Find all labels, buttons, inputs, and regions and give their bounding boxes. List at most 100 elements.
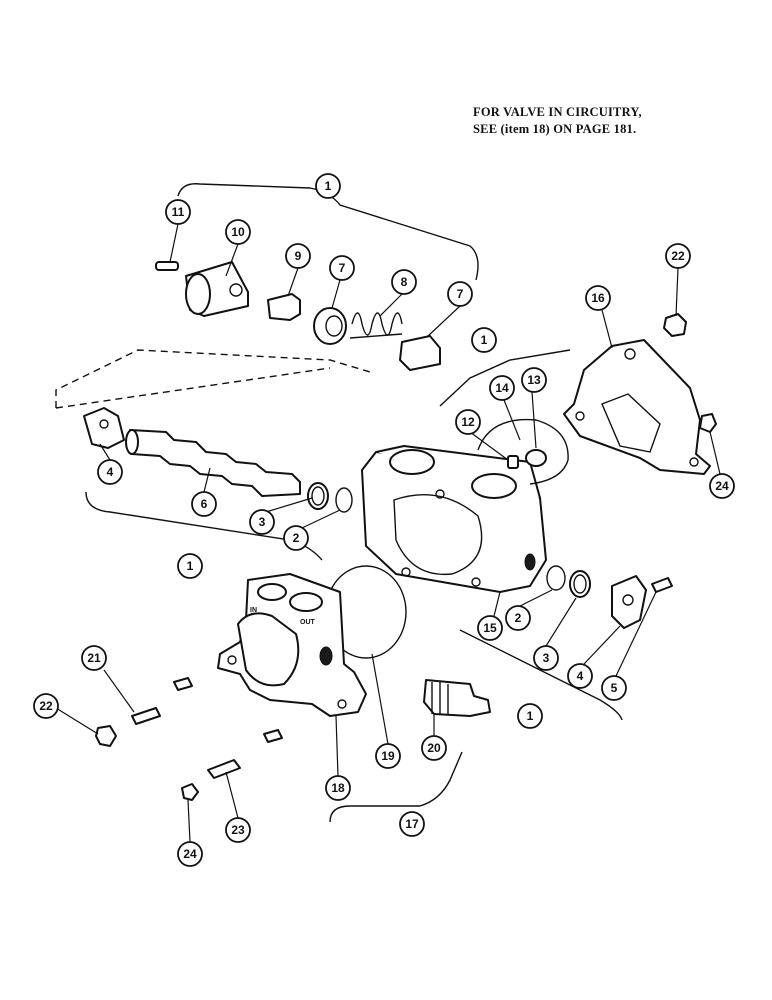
svg-text:1: 1 [325, 179, 332, 193]
part-18-section-body: IN OUT [217, 573, 367, 717]
svg-text:17: 17 [405, 817, 419, 831]
part-13-plug [525, 449, 547, 467]
svg-text:2: 2 [515, 611, 522, 625]
svg-text:19: 19 [381, 749, 395, 763]
part-5-screw [651, 577, 673, 593]
callout-4-right: 4 [567, 663, 593, 689]
svg-text:13: 13 [527, 373, 541, 387]
callout-23: 23 [225, 817, 251, 843]
svg-text:1: 1 [481, 333, 488, 347]
svg-text:12: 12 [461, 415, 475, 429]
svg-text:3: 3 [543, 651, 550, 665]
svg-text:18: 18 [331, 781, 345, 795]
callout-1-top: 1 [315, 173, 341, 199]
reference-note-line-2: SEE (item 18) ON PAGE 181. [473, 122, 637, 136]
svg-text:20: 20 [427, 741, 441, 755]
callout-7-right: 7 [447, 281, 473, 307]
callout-5: 5 [601, 675, 627, 701]
part-15-valve-body [361, 445, 547, 593]
part-9-poppet [267, 293, 301, 321]
part-24-nut-right [699, 413, 717, 433]
svg-text:9: 9 [295, 249, 302, 263]
part-2-oring-right [546, 565, 566, 591]
callout-24-right: 24 [709, 473, 735, 499]
svg-text:23: 23 [231, 823, 245, 837]
part-22-nut-left [95, 725, 117, 747]
spool-group-dashed-outline [55, 349, 371, 409]
spool-group-bracket [85, 491, 323, 561]
svg-text:1: 1 [187, 559, 194, 573]
callout-3-left: 3 [249, 509, 275, 535]
part-6-spool [125, 429, 301, 497]
callout-4-left: 4 [97, 459, 123, 485]
callout-22-left: 22 [33, 693, 59, 719]
part-22-nut-top [663, 313, 687, 337]
callout-13: 13 [521, 367, 547, 393]
callout-12: 12 [455, 409, 481, 435]
part-8-spring [349, 312, 403, 339]
part-14-gasket [477, 418, 569, 485]
callout-19: 19 [375, 743, 401, 769]
part-2-oring-left [335, 487, 353, 513]
part-4-cap-left [83, 407, 125, 449]
leader-lines [55, 223, 721, 843]
callout-2-left: 2 [283, 525, 309, 551]
svg-text:6: 6 [201, 497, 208, 511]
svg-text:10: 10 [231, 225, 245, 239]
svg-text:2: 2 [293, 531, 300, 545]
svg-text:7: 7 [457, 287, 464, 301]
right-assembly-bracket [459, 629, 623, 721]
part-20-relief-fitting [423, 679, 491, 717]
part-10-sleeve [185, 261, 249, 317]
callout-14: 14 [489, 375, 515, 401]
part-23-stud-lower [207, 729, 283, 779]
callout-24-bottom: 24 [177, 841, 203, 867]
callout-6: 6 [191, 491, 217, 517]
callout-2-right: 2 [505, 605, 531, 631]
svg-text:3: 3 [259, 515, 266, 529]
callout-9: 9 [285, 243, 311, 269]
callout-17: 17 [399, 811, 425, 837]
callout-7-left: 7 [329, 255, 355, 281]
part-24-nut-bottom [181, 783, 199, 801]
part-7-seat-left [313, 307, 347, 345]
part-21-stud-upper [131, 677, 193, 725]
callout-10: 10 [225, 219, 251, 245]
svg-text:16: 16 [591, 291, 605, 305]
callout-15: 15 [477, 615, 503, 641]
upper-right-bracket [439, 349, 571, 407]
part-12-fitting [507, 455, 519, 469]
reference-note-line-1: FOR VALVE IN CIRCUITRY, [473, 105, 642, 119]
svg-text:24: 24 [183, 847, 197, 861]
callout-16: 16 [585, 285, 611, 311]
svg-text:7: 7 [339, 261, 346, 275]
svg-text:1: 1 [527, 709, 534, 723]
svg-text:5: 5 [611, 681, 618, 695]
svg-text:11: 11 [172, 205, 185, 219]
part-4-cap-right [611, 575, 647, 629]
svg-text:21: 21 [87, 651, 101, 665]
callout-1-upper-right: 1 [471, 327, 497, 353]
port-label-out: OUT [300, 619, 316, 626]
callout-11: 11 [165, 199, 191, 225]
svg-text:22: 22 [39, 699, 53, 713]
svg-text:15: 15 [483, 621, 497, 635]
port-label-in: IN [250, 607, 257, 614]
svg-text:4: 4 [107, 465, 114, 479]
part-11-pin [155, 261, 179, 271]
callout-22-top: 22 [665, 243, 691, 269]
part-3-ring-left [307, 482, 329, 510]
part-16-cover [563, 339, 711, 475]
callout-21: 21 [81, 645, 107, 671]
svg-text:22: 22 [671, 249, 685, 263]
part-3-ring-right [569, 570, 591, 598]
callout-3-right: 3 [533, 645, 559, 671]
callout-8: 8 [391, 269, 417, 295]
svg-text:4: 4 [577, 669, 584, 683]
svg-text:8: 8 [401, 275, 408, 289]
callout-1-middle: 1 [177, 553, 203, 579]
bottom-assembly-bracket [329, 751, 463, 823]
callout-18: 18 [325, 775, 351, 801]
callout-1-lower-right: 1 [517, 703, 543, 729]
